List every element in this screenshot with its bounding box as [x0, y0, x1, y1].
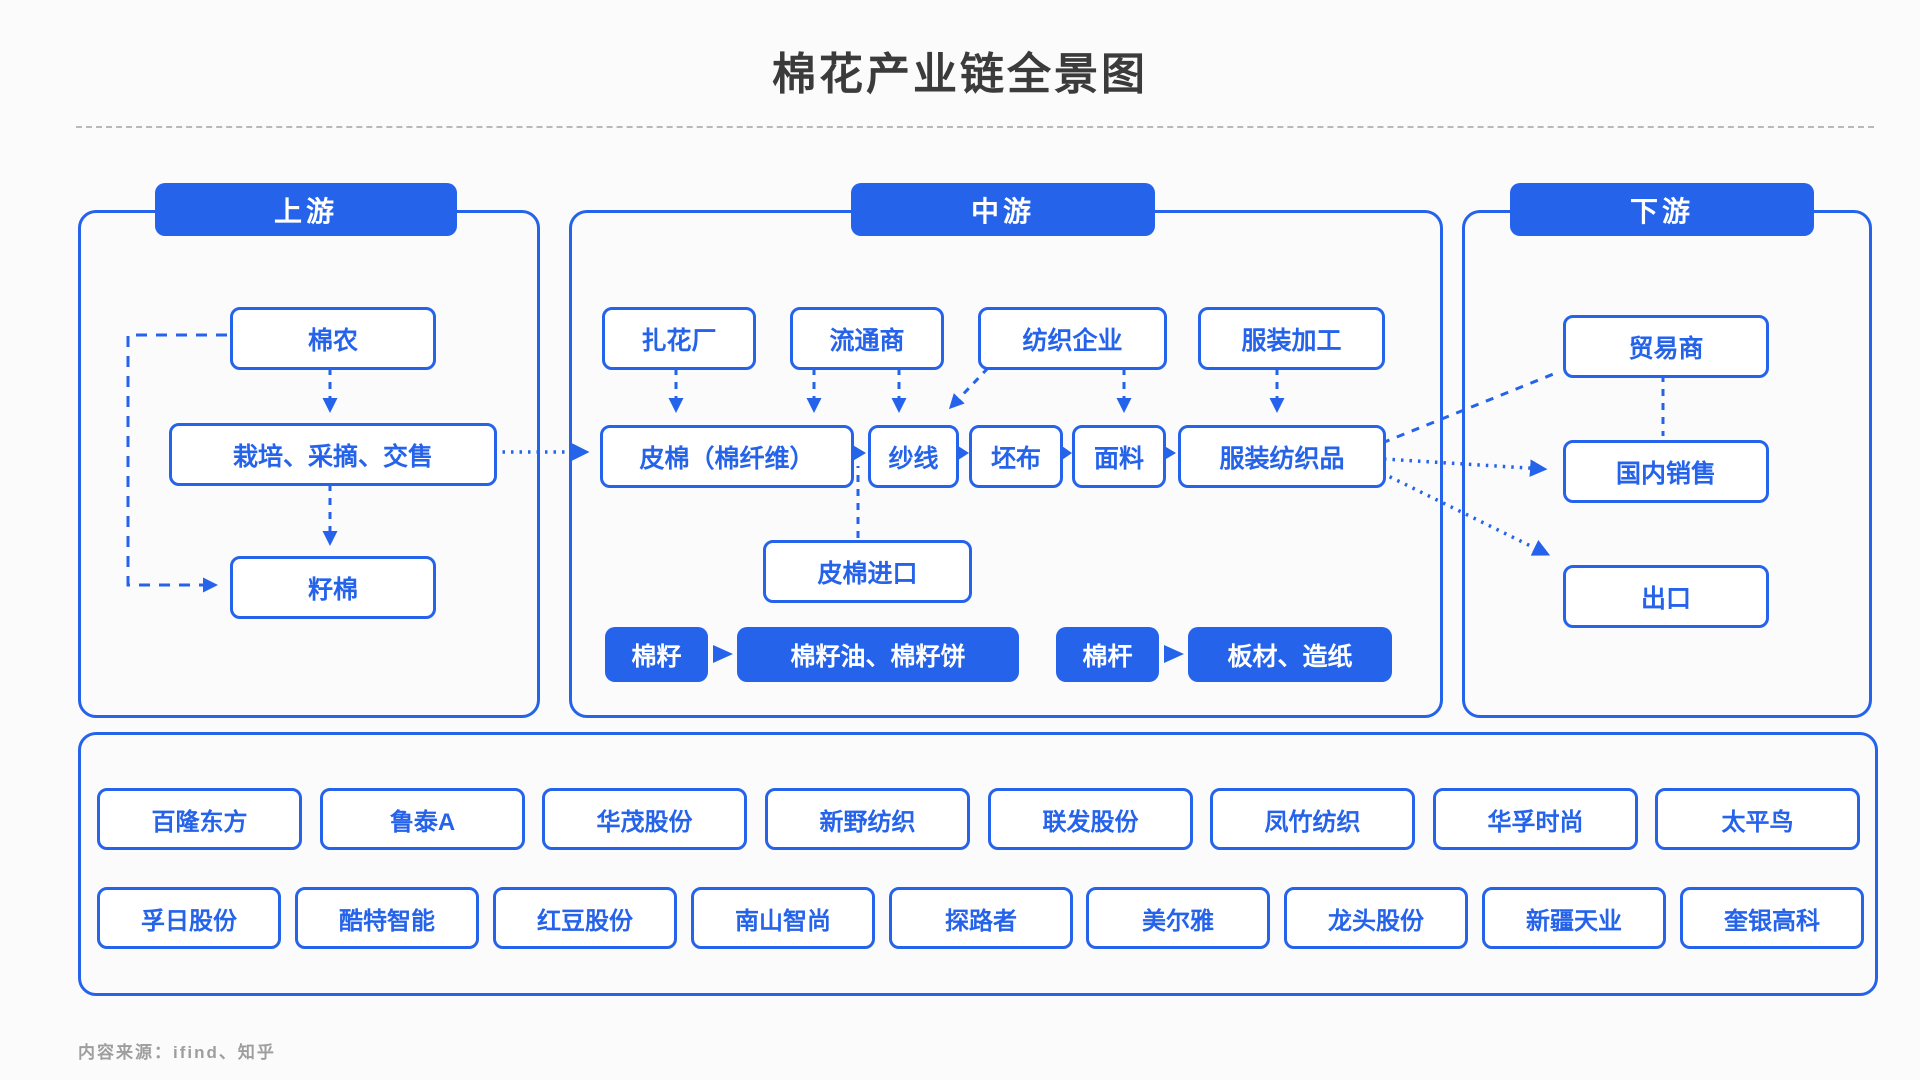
arrow-textile-enterprise-to-yarn — [948, 366, 990, 410]
company-box: 华茂股份 — [542, 788, 747, 850]
upstream-header: 上游 — [155, 183, 457, 236]
company-box: 孚日股份 — [97, 887, 281, 949]
company-box: 新野纺织 — [765, 788, 970, 850]
arrow-garment-textiles-to-domestic-sales — [1383, 457, 1548, 477]
node-ginnery: 扎花厂 — [602, 307, 756, 370]
node-distributor: 流通商 — [790, 307, 944, 370]
company-box: 美尔雅 — [1086, 887, 1270, 949]
line-garment-textiles-to-trader — [1381, 371, 1557, 445]
company-box: 龙头股份 — [1284, 887, 1468, 949]
node-grey-fabric: 坯布 — [969, 425, 1063, 488]
node-lint-cotton: 皮棉（棉纤维） — [600, 425, 854, 488]
node-fabric: 面料 — [1072, 425, 1166, 488]
node-board-paper: 板材、造纸 — [1188, 627, 1392, 682]
midstream-header: 中游 — [851, 183, 1155, 236]
companies-section-container — [78, 732, 1878, 996]
source-note: 内容来源：ifind、知乎 — [78, 1043, 276, 1062]
company-box: 奎银高科 — [1680, 887, 1864, 949]
node-domestic-sales: 国内销售 — [1563, 440, 1769, 503]
company-box: 鲁泰A — [320, 788, 525, 850]
node-yarn: 纱线 — [868, 425, 959, 488]
node-cotton-farmer: 棉农 — [230, 307, 436, 370]
title-separator-dashed-line — [76, 126, 1874, 128]
downstream-header: 下游 — [1510, 183, 1814, 236]
company-box: 华孚时尚 — [1433, 788, 1638, 850]
company-box: 探路者 — [889, 887, 1073, 949]
node-seed-oil-cake: 棉籽油、棉籽饼 — [737, 627, 1019, 682]
arrow-farmer-loop-to-seedcotton — [126, 333, 227, 593]
node-garment-processing: 服装加工 — [1198, 307, 1385, 370]
company-box: 凤竹纺织 — [1210, 788, 1415, 850]
arrow-cottonseed-to-oilcake — [713, 645, 733, 663]
node-cotton-stalk: 棉杆 — [1056, 627, 1159, 682]
company-box: 百隆东方 — [97, 788, 302, 850]
arrow-lint-to-yarn — [851, 444, 866, 462]
arrow-garment-textiles-to-export — [1381, 471, 1551, 556]
node-export: 出口 — [1563, 565, 1769, 628]
company-box: 红豆股份 — [493, 887, 677, 949]
company-box: 联发股份 — [988, 788, 1193, 850]
company-box: 酷特智能 — [295, 887, 479, 949]
company-box: 南山智尚 — [691, 887, 875, 949]
company-box: 新疆天业 — [1482, 887, 1666, 949]
node-textile-enterprise: 纺织企业 — [978, 307, 1167, 370]
node-seed-cotton: 籽棉 — [230, 556, 436, 619]
company-box: 太平鸟 — [1655, 788, 1860, 850]
node-trader: 贸易商 — [1563, 315, 1769, 378]
node-cotton-seed: 棉籽 — [605, 627, 708, 682]
node-cultivation: 栽培、采摘、交售 — [169, 423, 497, 486]
arrow-stalk-to-boardpaper — [1164, 645, 1184, 663]
page-title: 棉花产业链全景图 — [772, 50, 1148, 99]
node-garment-textiles: 服装纺织品 — [1178, 425, 1386, 488]
node-lint-import: 皮棉进口 — [763, 540, 972, 603]
